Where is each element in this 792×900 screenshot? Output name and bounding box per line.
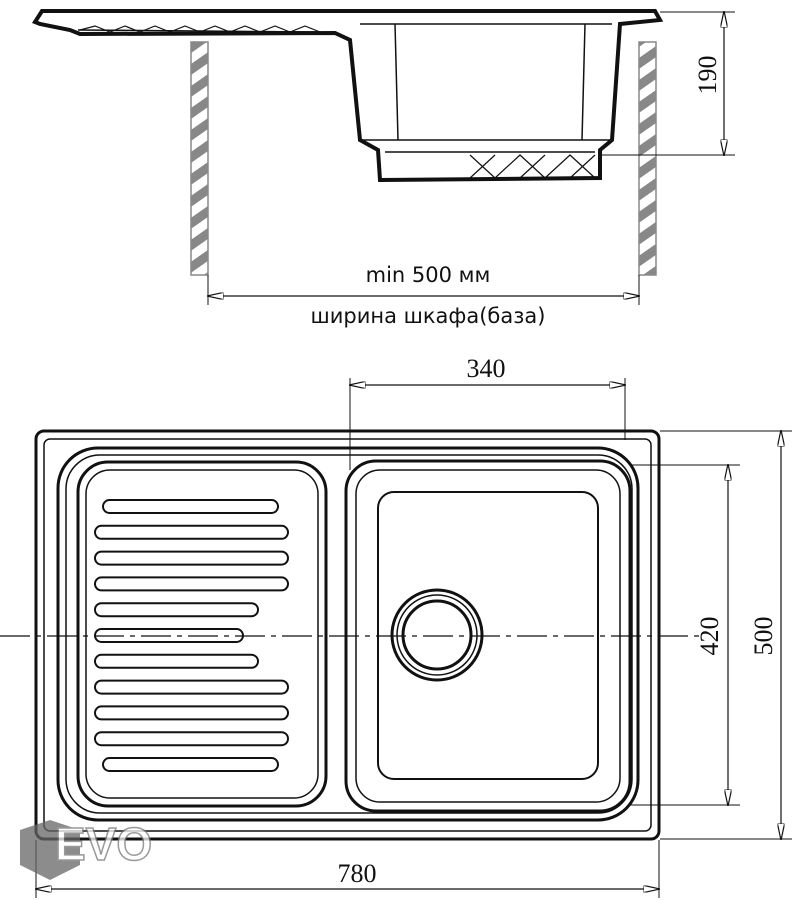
svg-text:EVO: EVO — [55, 818, 152, 870]
drainboard-rib — [94, 679, 289, 695]
drainboard-rib — [94, 705, 289, 721]
drain-icon — [390, 588, 484, 682]
cabinet-wall-left — [190, 41, 209, 276]
bowl-width-label: 340 — [467, 354, 506, 383]
drainboard-rib — [102, 757, 279, 772]
top-view: 340 420 500 780 — [0, 354, 792, 898]
drainboard-rib — [94, 653, 259, 669]
drainboard-rib — [102, 499, 279, 514]
drainboard-rib — [94, 602, 259, 618]
total-depth-label: 500 — [749, 617, 778, 656]
bowl-depth-label: 420 — [695, 617, 724, 656]
cabinet-min-label: min 500 мм — [366, 263, 491, 287]
drainboard-rib — [94, 550, 289, 566]
evo-logo: EVO — [20, 817, 153, 880]
drainboard-rib — [94, 731, 289, 747]
drainboard-rib — [94, 576, 289, 592]
cabinet-width-label: ширина шкафа(база) — [311, 304, 546, 328]
total-width-label: 780 — [338, 859, 377, 888]
drainboard-ribs — [94, 499, 289, 772]
height-dim-label: 190 — [693, 56, 722, 95]
side-view: 190 min 500 мм ширина шкафа(база) — [32, 9, 735, 328]
drainboard-rib — [94, 524, 289, 540]
cabinet-wall-right — [638, 41, 657, 276]
